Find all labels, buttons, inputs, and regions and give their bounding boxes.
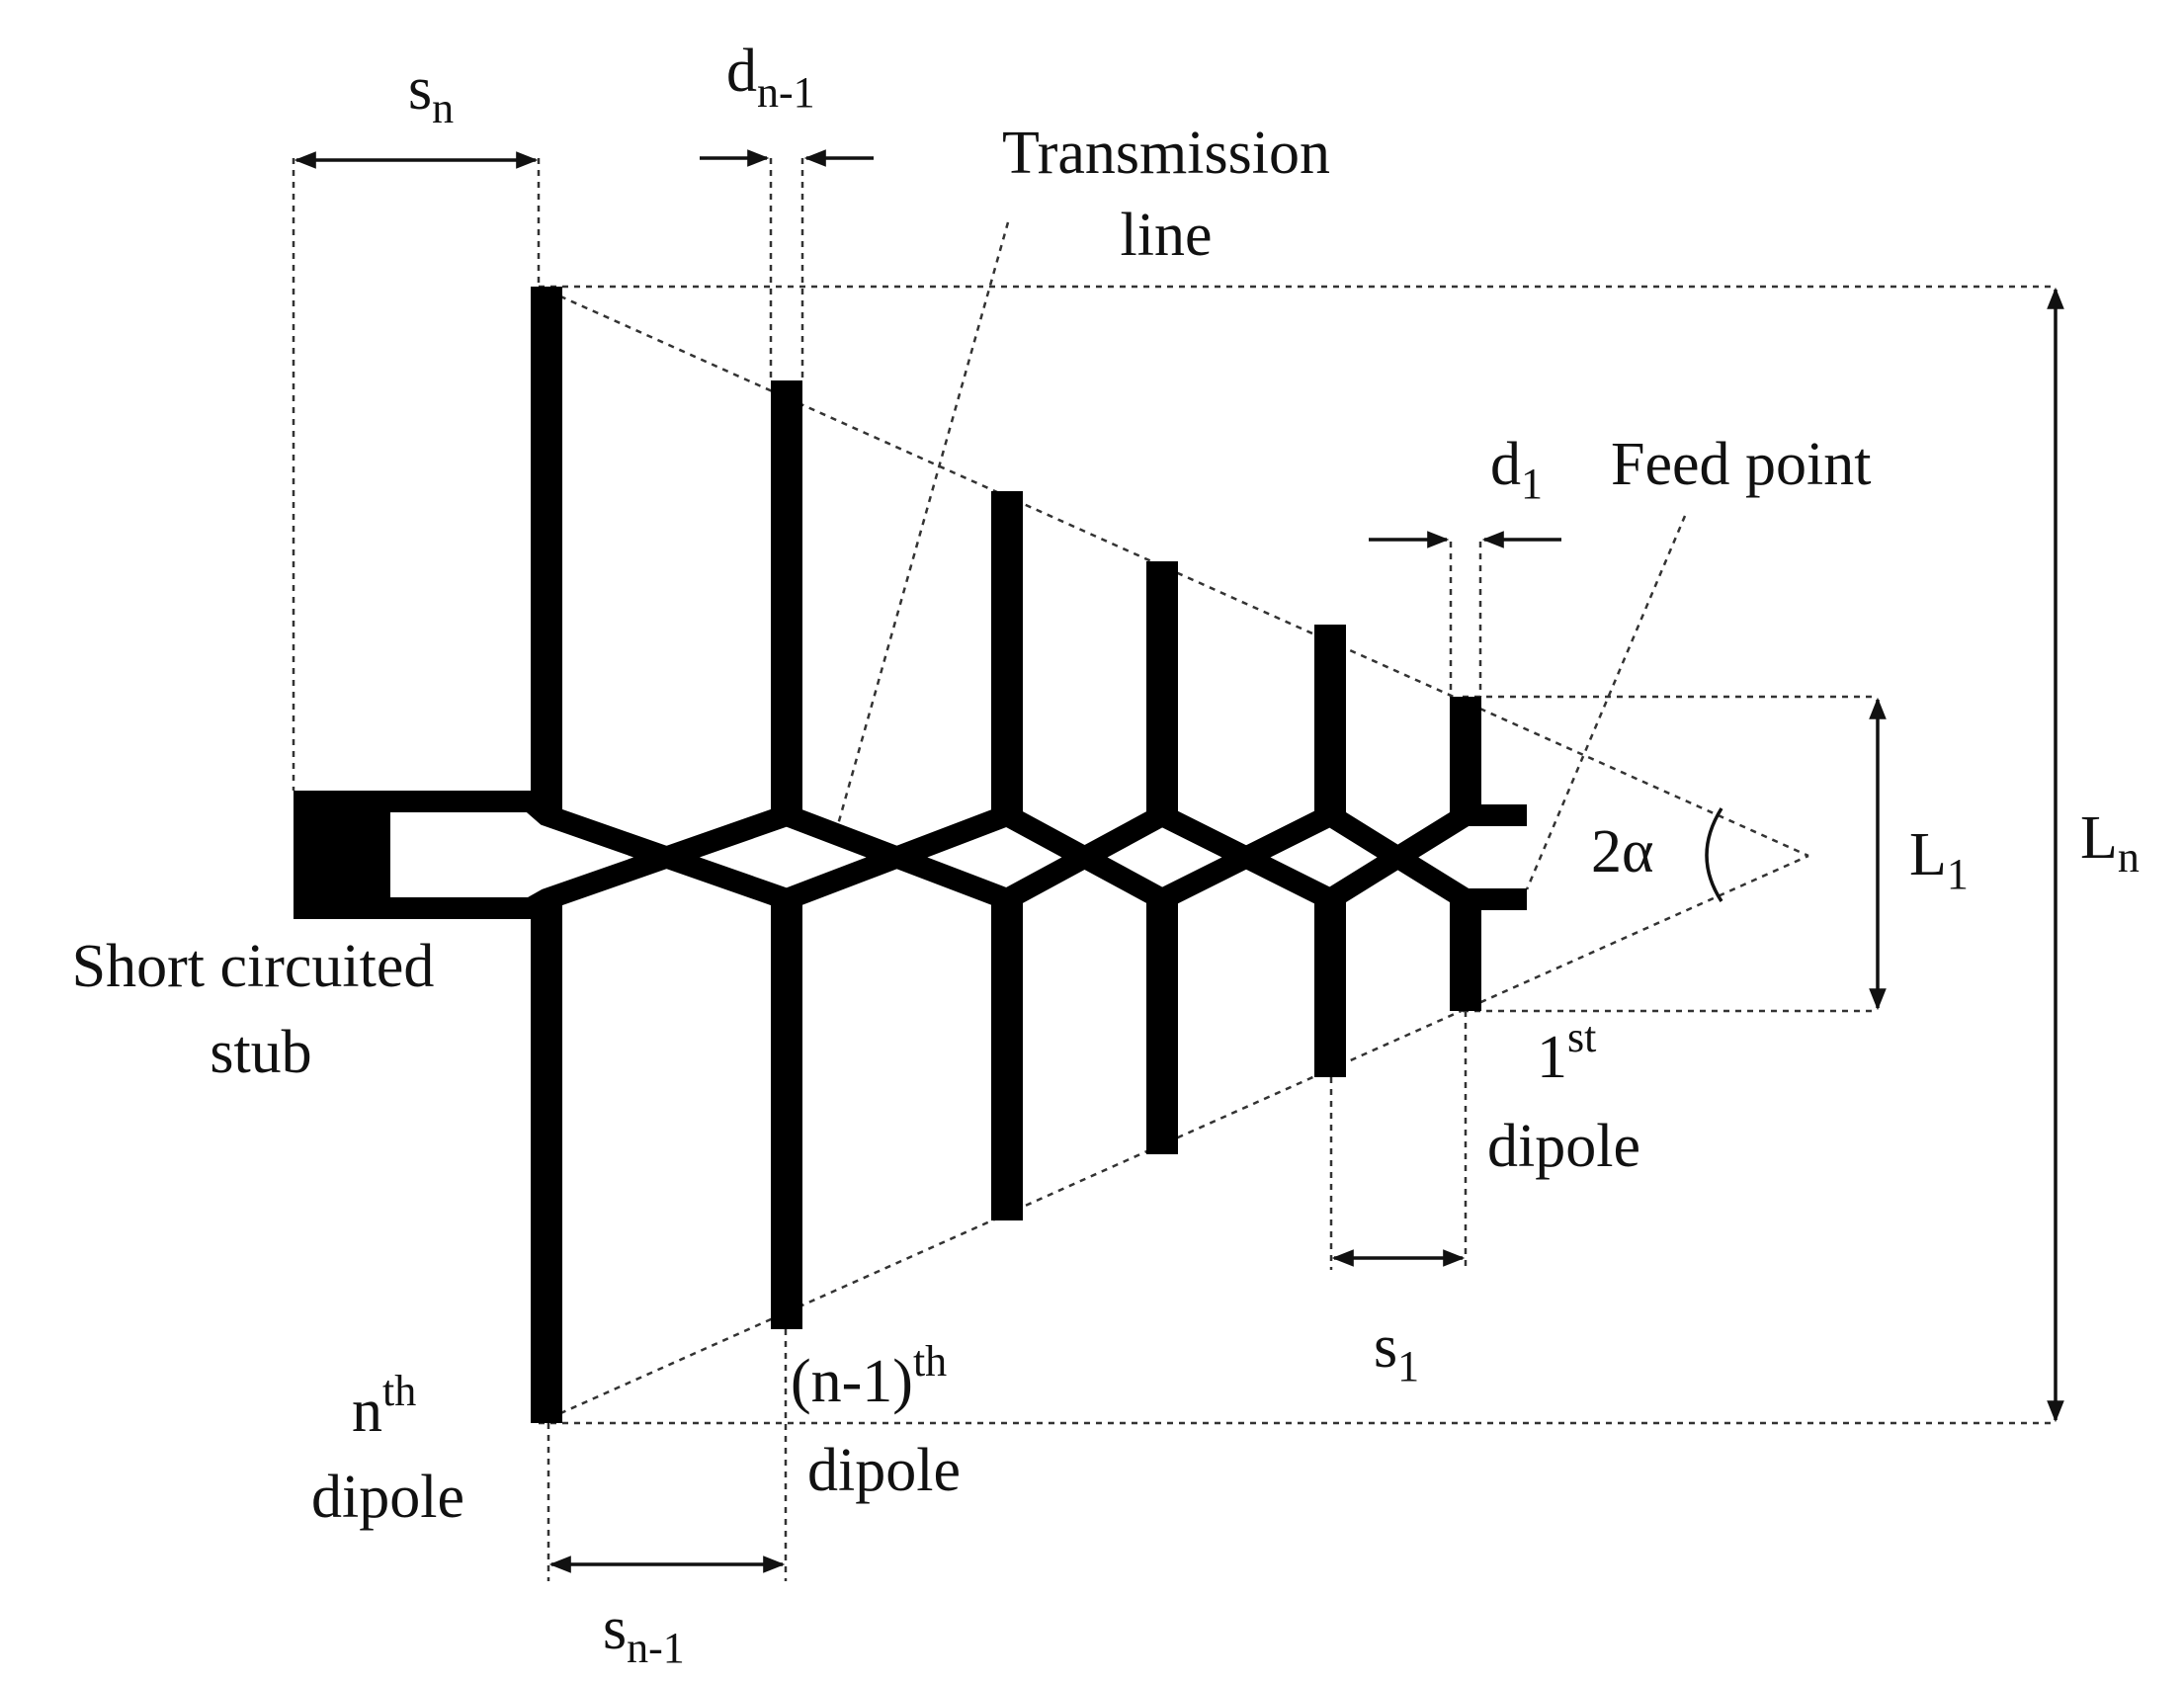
dipole-2-upper-arm xyxy=(1314,625,1346,815)
construction-lines xyxy=(292,158,2056,1581)
dipole-n-lower-arm xyxy=(531,899,562,1423)
label-d1: d1 xyxy=(1490,431,1543,508)
dipole-2-lower-arm xyxy=(1314,899,1346,1077)
label-transmission-line-1: Transmission xyxy=(1002,120,1330,187)
label-ln: Ln xyxy=(2080,804,2140,882)
dipole-5-lower-arm xyxy=(991,899,1023,1220)
label-transmission-line-2: line xyxy=(1121,202,1213,269)
transmission-line-leader xyxy=(833,221,1010,836)
dipole-array xyxy=(531,287,1481,1423)
label-n1-dipole-word: dipole xyxy=(807,1437,961,1504)
feed-point-lower-terminal xyxy=(1466,888,1527,910)
short-circuited-stub xyxy=(294,791,531,919)
dipole-4-upper-arm xyxy=(1146,561,1178,815)
feed-line-b xyxy=(525,802,1527,918)
stub-lower-rail xyxy=(294,897,531,919)
label-dn1: dn-1 xyxy=(726,38,815,117)
label-two-alpha: 2α xyxy=(1591,818,1653,885)
label-first-dipole: 1st xyxy=(1537,1013,1596,1091)
label-nth-dipole-word: dipole xyxy=(311,1464,464,1531)
label-feed-point: Feed point xyxy=(1611,431,1871,498)
dipole-5-upper-arm xyxy=(991,491,1023,815)
label-sn1: sn-1 xyxy=(603,1595,685,1672)
dipole-1-upper-arm xyxy=(1450,697,1481,815)
dipole-n1-upper-arm xyxy=(771,380,802,815)
label-short-stub-1: Short circuited xyxy=(72,933,435,1000)
label-l1: L1 xyxy=(1909,821,1969,898)
stub-upper-rail xyxy=(294,791,531,812)
dimension-arrows xyxy=(294,149,2064,1573)
label-nth-dipole: nth xyxy=(352,1367,416,1445)
feed-point-leader xyxy=(1525,515,1687,890)
label-n1-dipole: (n-1)th xyxy=(791,1337,947,1415)
dipole-1-lower-arm xyxy=(1450,899,1481,1011)
dipole-n1-lower-arm xyxy=(771,899,802,1329)
dipole-n-upper-arm xyxy=(531,287,562,815)
label-first-dipole-word: dipole xyxy=(1487,1113,1640,1180)
label-short-stub-2: stub xyxy=(210,1019,311,1086)
labels: sn dn-1 Transmission line d1 Feed point … xyxy=(72,38,2140,1672)
dipole-4-lower-arm xyxy=(1146,899,1178,1154)
label-s1: s1 xyxy=(1374,1313,1419,1390)
transmission-line xyxy=(523,793,1527,918)
feed-point-upper-terminal xyxy=(1466,804,1527,826)
two-alpha-angle-arc xyxy=(1705,807,1723,902)
label-sn: sn xyxy=(408,55,454,132)
